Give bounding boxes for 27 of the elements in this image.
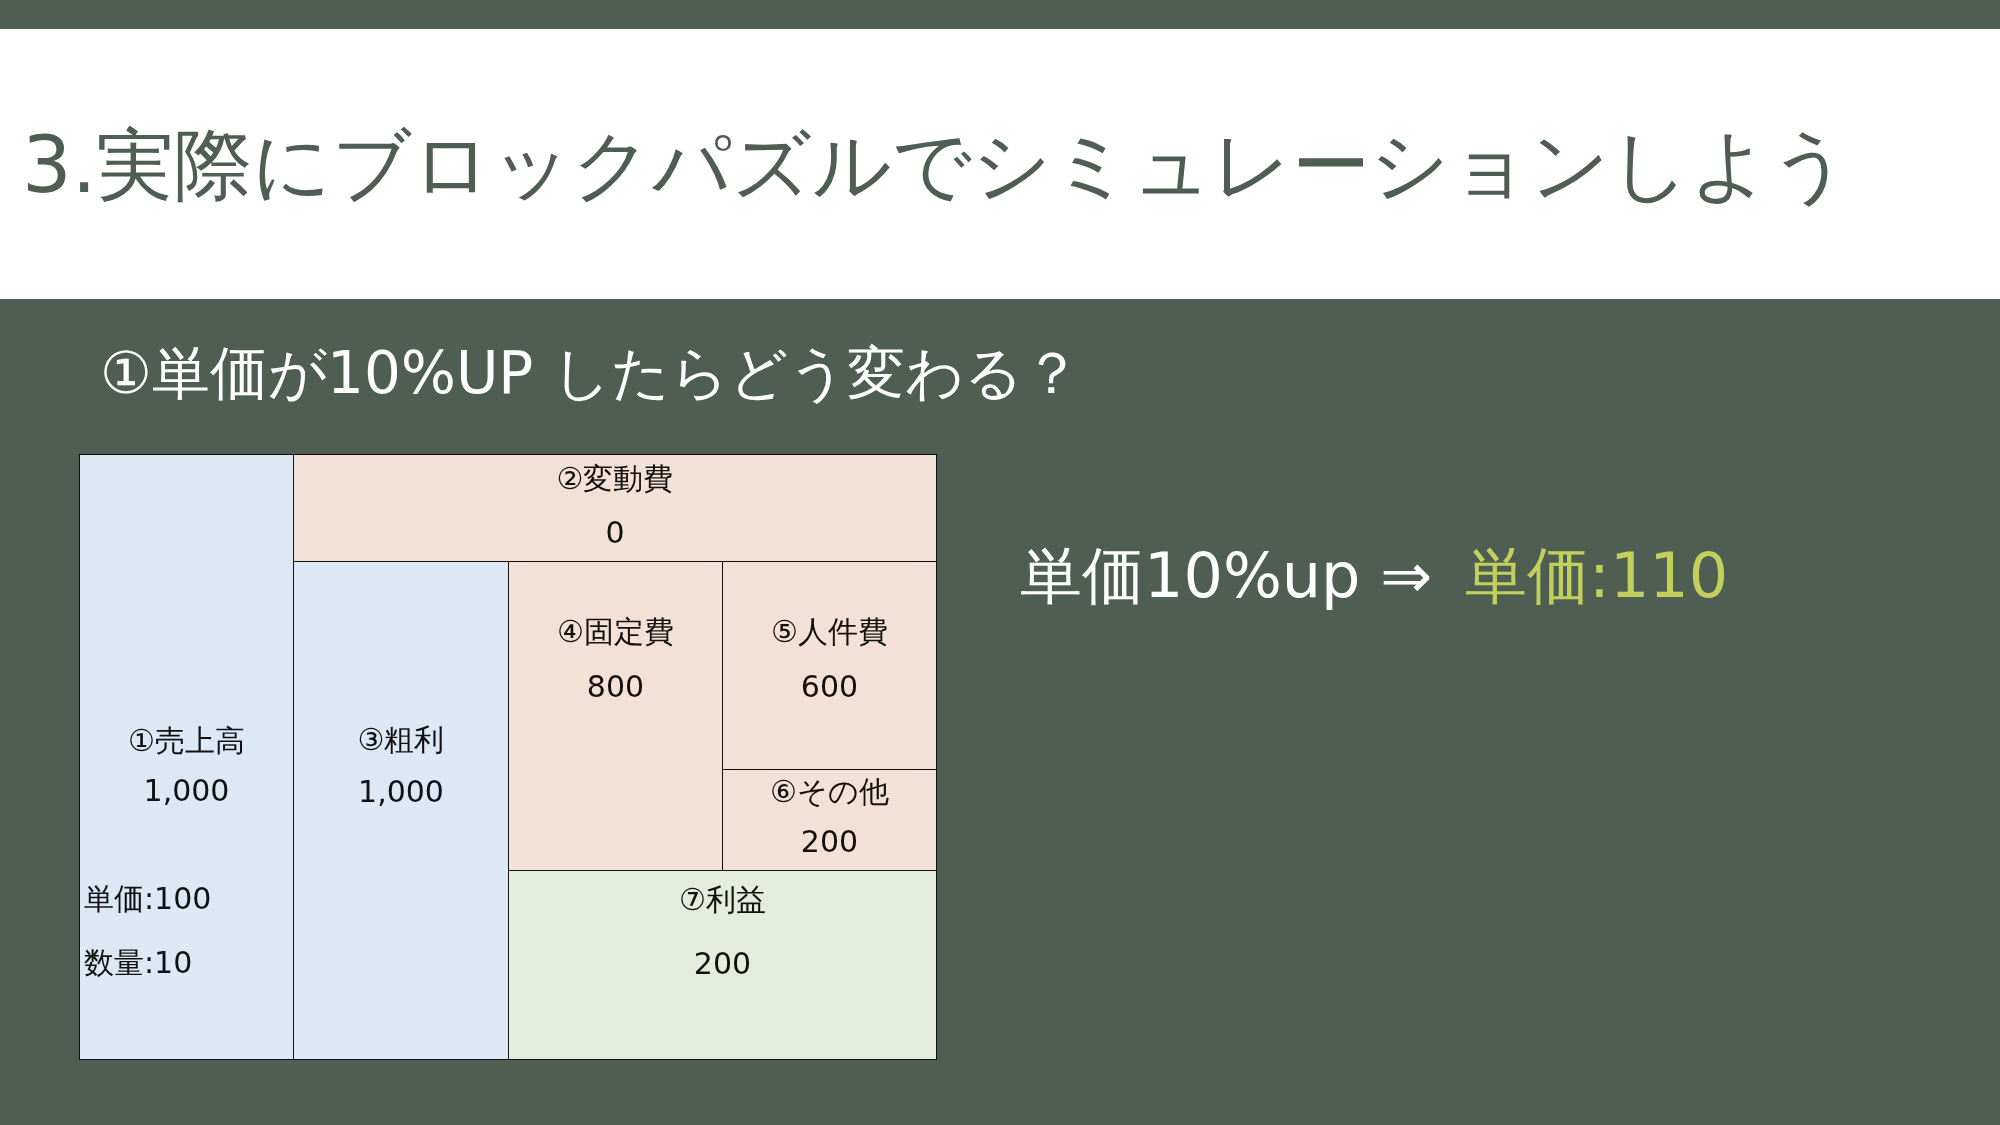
block-value: 800 [585,669,646,705]
block-note: 単価:100 [84,881,212,917]
block-panel [508,561,723,871]
block-value: 1,000 [357,774,445,810]
block-heading: ④固定費 [556,614,675,650]
block-value: 1,000 [142,773,231,809]
block-panel [293,454,937,562]
block-heading: ⑥その他 [769,774,890,810]
block-value: 200 [692,946,753,982]
block-heading: ⑦利益 [678,882,767,918]
block-note: 数量:10 [84,945,193,981]
slide-title: 3.実際にブロックパズルでシミュレーションしよう [22,119,1851,212]
block-heading: ③粗利 [356,722,446,758]
block-panel [722,769,937,871]
result-text: 単価10%up ⇒ [1020,538,1433,614]
block-heading: ①売上高 [127,723,246,759]
block-panel [722,561,937,770]
block-heading: ②変動費 [555,461,675,497]
subtitle: ①単価が10%UP したらどう変わる？ [100,338,1081,409]
block-value: 600 [799,669,860,705]
block-panel [79,454,294,1060]
block-value: 200 [799,824,860,860]
block-heading: ⑤人件費 [770,614,889,650]
block-panel [293,561,509,1060]
block-panel [508,870,937,1060]
block-value: 0 [604,515,626,551]
result-highlight: 単価:110 [1465,538,1729,614]
